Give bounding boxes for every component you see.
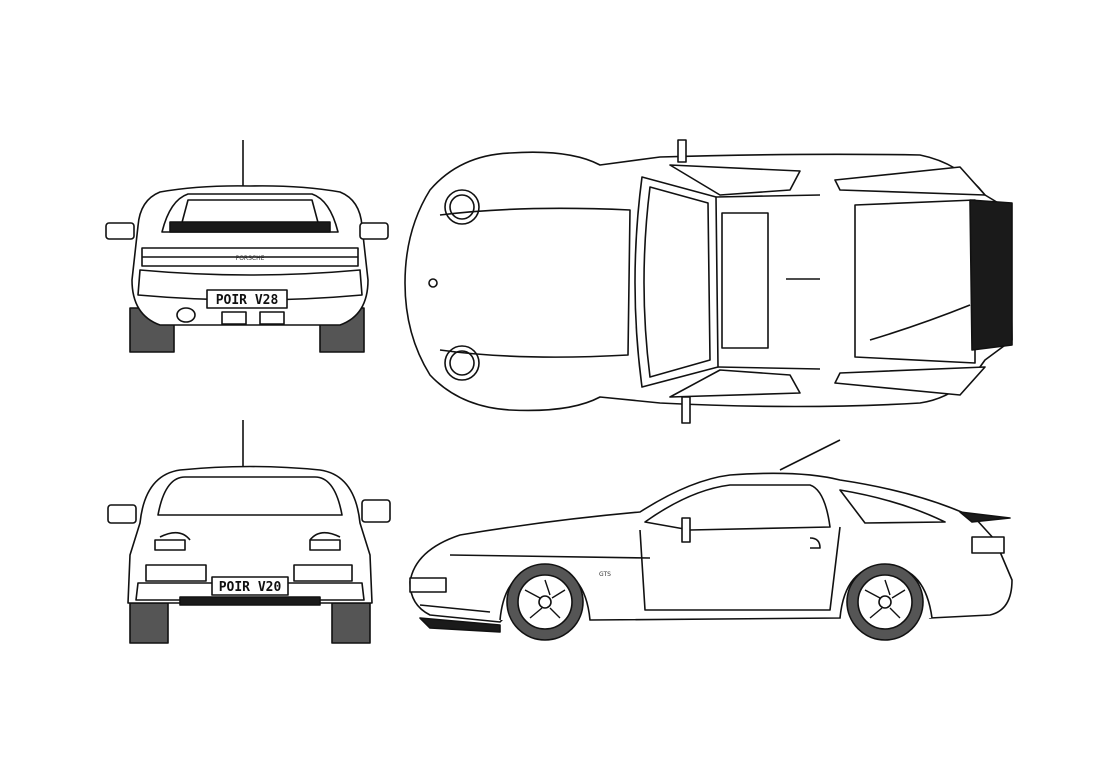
front-left-mirror bbox=[107, 504, 137, 524]
front-spoiler-lip bbox=[179, 596, 321, 606]
front-left-popup bbox=[154, 539, 186, 551]
side-front-lamp bbox=[409, 577, 447, 593]
rear-view: POIR V28 PORSCHE bbox=[100, 130, 400, 360]
rear-hatch bbox=[854, 199, 976, 364]
front-right-lamp bbox=[293, 564, 353, 582]
top-left-mirror bbox=[677, 139, 687, 163]
front-right-popup bbox=[309, 539, 341, 551]
front-left-lamp bbox=[145, 564, 207, 582]
front-right-tire bbox=[331, 602, 371, 644]
right-side-window bbox=[669, 369, 801, 398]
side-rear-window bbox=[839, 489, 946, 524]
side-door-window bbox=[644, 484, 831, 531]
rear-plate-text: POIR V28 bbox=[216, 293, 279, 308]
left-side-window bbox=[669, 164, 801, 196]
sunroof bbox=[721, 212, 769, 349]
side-badge-text: GTS bbox=[599, 571, 611, 578]
side-view-drawing: GTS bbox=[409, 439, 1013, 641]
rear-spoiler bbox=[169, 221, 331, 233]
front-right-mirror bbox=[361, 499, 391, 523]
front-plate bbox=[211, 576, 289, 596]
rear-plate bbox=[206, 289, 288, 309]
front-plate-text: POIR V20 bbox=[219, 580, 282, 595]
top-right-mirror bbox=[681, 396, 691, 424]
rear-badge-text: PORSCHE bbox=[236, 255, 265, 262]
front-view: POIR V20 bbox=[100, 415, 400, 650]
rear-bumper bbox=[137, 269, 363, 301]
top-view bbox=[400, 135, 1025, 430]
rear-view-drawing: POIR V28 PORSCHE bbox=[105, 140, 389, 353]
top-spoiler bbox=[969, 199, 1013, 351]
front-left-tire bbox=[129, 602, 169, 644]
top-view-drawing bbox=[404, 139, 1013, 424]
windshield bbox=[634, 176, 719, 388]
exhaust bbox=[176, 307, 196, 323]
side-mirror bbox=[681, 517, 691, 543]
right-mirror bbox=[359, 222, 389, 240]
side-tail-light bbox=[971, 536, 1005, 554]
side-front-lip bbox=[419, 617, 501, 633]
front-windshield bbox=[157, 476, 343, 516]
front-view-drawing: POIR V20 bbox=[107, 420, 391, 644]
side-antenna bbox=[779, 439, 841, 471]
side-view: GTS bbox=[400, 430, 1025, 650]
hood bbox=[439, 207, 631, 358]
side-door bbox=[639, 526, 841, 611]
left-mirror bbox=[105, 222, 135, 240]
side-spoiler bbox=[959, 511, 1011, 523]
hood-emblem bbox=[428, 278, 438, 288]
